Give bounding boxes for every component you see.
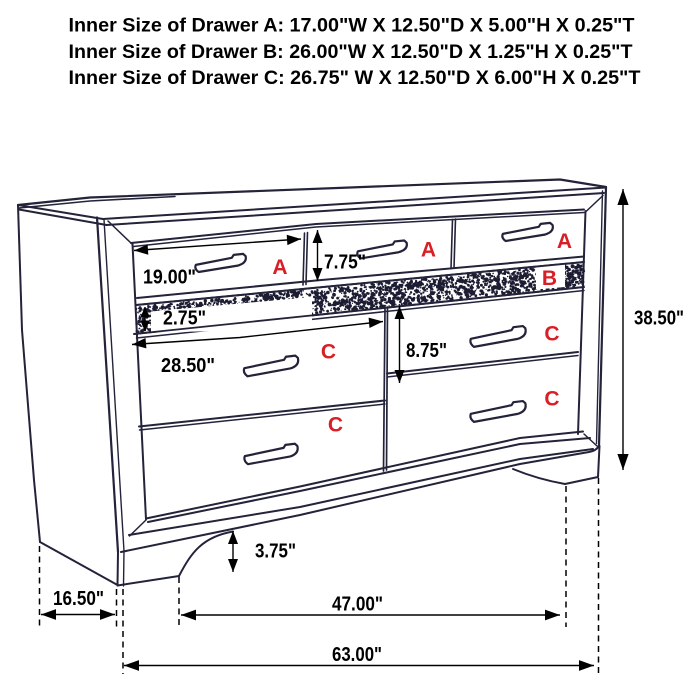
svg-text:28.50": 28.50" [161, 355, 215, 377]
svg-text:A: A [421, 239, 436, 262]
svg-text:C: C [328, 414, 343, 437]
svg-text:Inner Size of Drawer C: 26.75": Inner Size of Drawer C: 26.75" W X 12.50… [69, 67, 641, 89]
svg-text:19.00": 19.00" [143, 267, 196, 289]
svg-text:C: C [544, 388, 559, 411]
svg-text:63.00": 63.00" [332, 644, 382, 666]
svg-text:A: A [272, 256, 287, 279]
svg-text:A: A [557, 230, 572, 253]
svg-text:2.75": 2.75" [163, 308, 206, 330]
svg-text:8.75": 8.75" [406, 340, 447, 362]
svg-text:38.50": 38.50" [634, 308, 684, 330]
svg-text:47.00": 47.00" [332, 594, 383, 616]
svg-text:C: C [321, 341, 336, 364]
svg-text:7.75": 7.75" [324, 252, 366, 274]
svg-text:C: C [544, 323, 559, 346]
svg-text:B: B [542, 267, 557, 290]
svg-text:16.50": 16.50" [53, 588, 104, 610]
svg-text:Inner Size of Drawer A: 17.00": Inner Size of Drawer A: 17.00"W X 12.50"… [69, 15, 635, 37]
svg-text:Inner Size of Drawer B: 26.00": Inner Size of Drawer B: 26.00"W X 12.50"… [69, 41, 633, 63]
svg-text:3.75": 3.75" [255, 541, 296, 563]
